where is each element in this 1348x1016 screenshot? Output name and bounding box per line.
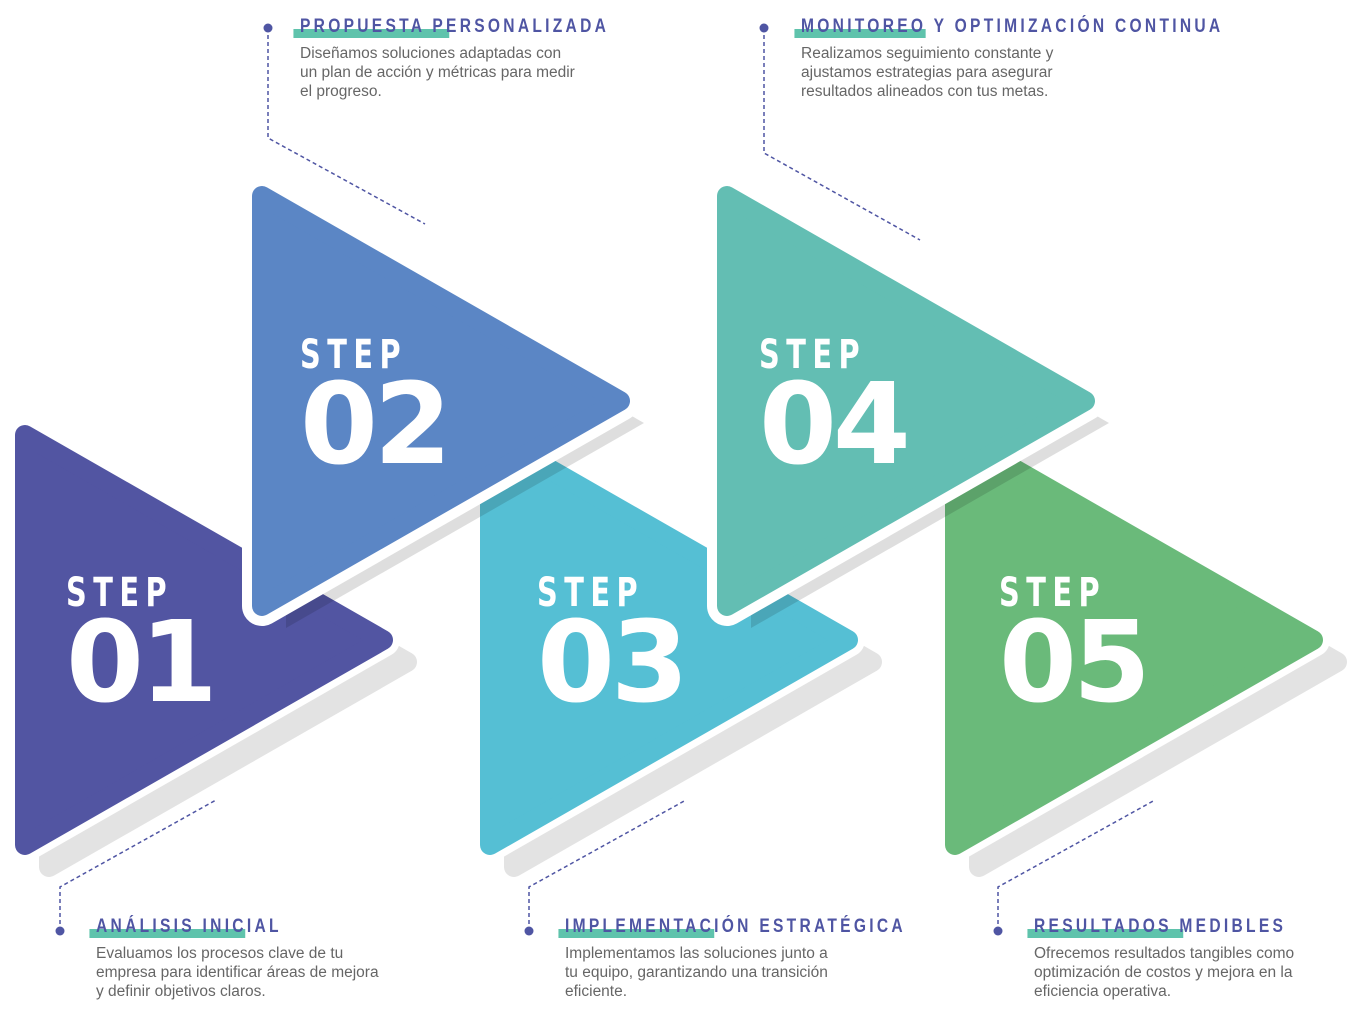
dot-step-03 bbox=[524, 926, 534, 936]
info-title-text: ANÁLISIS INICIAL bbox=[96, 916, 282, 937]
step-04-label: STEP 04 bbox=[759, 332, 911, 490]
info-description: Diseñamos soluciones adaptadas con un pl… bbox=[300, 45, 575, 100]
step-number: 02 bbox=[300, 360, 452, 490]
info-step-02: PROPUESTA PERSONALIZADA Diseñamos soluci… bbox=[293, 16, 620, 101]
step-word: STEP bbox=[66, 570, 174, 616]
step-2-triangle bbox=[252, 186, 630, 616]
step-word: STEP bbox=[999, 570, 1107, 616]
connector-step-03 bbox=[528, 799, 687, 931]
connector-lines bbox=[59, 28, 1156, 931]
info-step-01: ANÁLISIS INICIAL Evaluamos los procesos … bbox=[89, 916, 416, 1001]
step-02-label: STEP 02 bbox=[300, 332, 452, 490]
step-1-triangle bbox=[15, 425, 393, 855]
step-word: STEP bbox=[300, 332, 408, 378]
info-description: Realizamos seguimiento constante y ajust… bbox=[801, 45, 1054, 100]
step-number: 03 bbox=[537, 598, 689, 728]
dot-step-05 bbox=[993, 926, 1003, 936]
connector-step-01 bbox=[59, 799, 217, 931]
connector-step-02 bbox=[267, 28, 426, 225]
info-title: RESULTADOS MEDIBLES bbox=[1027, 916, 1287, 938]
info-title: IMPLEMENTACIÓN ESTRATÉGICA bbox=[558, 916, 906, 938]
info-step-03: IMPLEMENTACIÓN ESTRATÉGICA Implementamos… bbox=[558, 916, 903, 1001]
info-description: Ofrecemos resultados tangibles como opti… bbox=[1034, 945, 1295, 1000]
connector-dots bbox=[55, 23, 1003, 936]
step-5-triangle bbox=[945, 425, 1323, 855]
info-title-text: MONITOREO Y OPTIMIZACIÓN CONTINUA bbox=[801, 16, 1224, 37]
info-description: Implementamos las soluciones junto a tu … bbox=[565, 945, 828, 1000]
info-title-text: IMPLEMENTACIÓN ESTRATÉGICA bbox=[565, 916, 906, 937]
connector-step-05 bbox=[997, 799, 1156, 931]
step-05-label: STEP 05 bbox=[999, 570, 1151, 728]
info-step-04: MONITOREO Y OPTIMIZACIÓN CONTINUA Realiz… bbox=[794, 16, 1220, 101]
step-number: 01 bbox=[66, 598, 218, 728]
step-4-triangle bbox=[717, 186, 1095, 616]
step-word: STEP bbox=[759, 332, 867, 378]
info-title: PROPUESTA PERSONALIZADA bbox=[293, 16, 610, 38]
info-title-text: PROPUESTA PERSONALIZADA bbox=[300, 16, 610, 37]
dot-step-01 bbox=[55, 926, 65, 936]
step-01-label: STEP 01 bbox=[66, 570, 218, 728]
dot-step-04 bbox=[759, 23, 769, 33]
step-word: STEP bbox=[537, 570, 645, 616]
step-number: 04 bbox=[759, 360, 911, 490]
info-title: ANÁLISIS INICIAL bbox=[89, 916, 282, 938]
step-03-label: STEP 03 bbox=[537, 570, 689, 728]
step-3-triangle bbox=[480, 425, 858, 855]
info-step-05: RESULTADOS MEDIBLES Ofrecemos resultados… bbox=[1027, 916, 1348, 1001]
info-title: MONITOREO Y OPTIMIZACIÓN CONTINUA bbox=[794, 16, 1224, 38]
step-number: 05 bbox=[999, 598, 1151, 728]
info-title-text: RESULTADOS MEDIBLES bbox=[1034, 916, 1287, 937]
info-description: Evaluamos los procesos clave de tu empre… bbox=[96, 945, 379, 1000]
dot-step-02 bbox=[263, 23, 273, 33]
